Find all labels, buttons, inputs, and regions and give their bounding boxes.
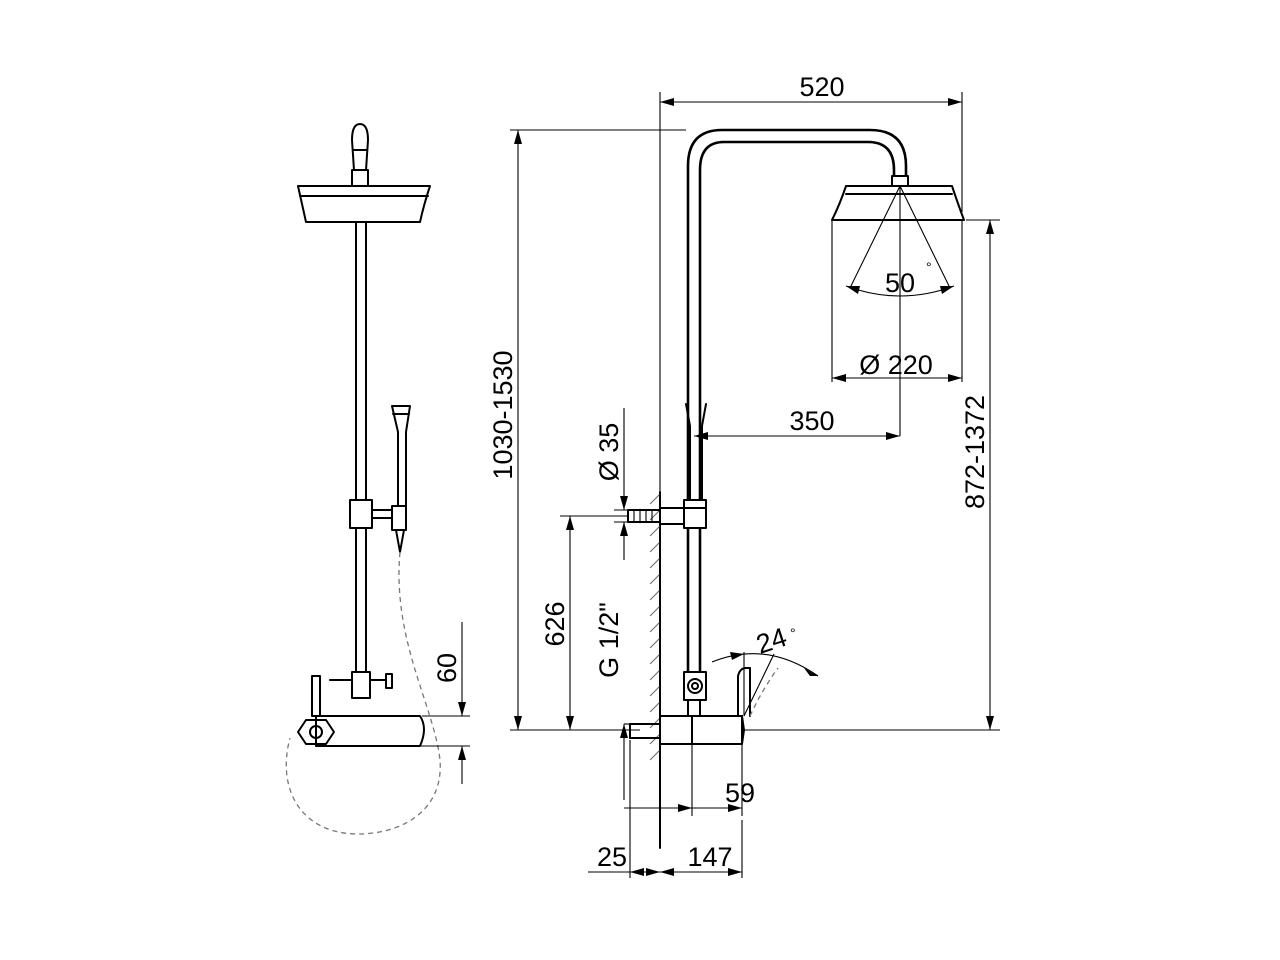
side-wall-plug bbox=[627, 509, 661, 523]
front-hand-shower bbox=[391, 405, 411, 507]
degree-24: ° bbox=[790, 625, 796, 641]
side-diverter-knob-center bbox=[691, 682, 699, 690]
front-view bbox=[285, 123, 441, 835]
front-slider bbox=[349, 499, 373, 529]
side-head-shower bbox=[831, 185, 965, 221]
dim-520: 520 bbox=[659, 72, 963, 848]
label-50: 50 bbox=[885, 268, 915, 298]
side-mixer-body bbox=[691, 715, 743, 745]
side-bracket-arm bbox=[659, 507, 685, 525]
side-mixer-escutcheon bbox=[659, 715, 693, 745]
side-hand-left bbox=[685, 403, 691, 501]
label-520: 520 bbox=[799, 72, 844, 102]
dim-25-147: 25 147 bbox=[588, 740, 743, 878]
side-view bbox=[627, 128, 965, 849]
label-25: 25 bbox=[597, 842, 627, 872]
dim-diameter-220: Ø 220 bbox=[831, 220, 963, 382]
side-lever-swing bbox=[749, 667, 779, 717]
side-diverter bbox=[683, 671, 707, 701]
front-knob bbox=[385, 673, 393, 689]
dim-59: 59 bbox=[624, 744, 755, 816]
front-top-cap bbox=[351, 123, 369, 171]
front-head-shower bbox=[297, 185, 431, 223]
label-diameter-220: Ø 220 bbox=[859, 350, 933, 380]
side-riser-arm-outer bbox=[686, 128, 908, 500]
dim-350: 350 bbox=[694, 406, 900, 440]
side-lever bbox=[737, 667, 751, 717]
label-diameter-35: Ø 35 bbox=[594, 423, 624, 482]
front-hose-loop bbox=[285, 551, 441, 835]
dim-872-1372: 872-1372 bbox=[744, 219, 1000, 731]
dim-thread-g12: G 1/2" bbox=[594, 602, 630, 800]
side-riser-arm-inner bbox=[698, 140, 896, 500]
side-hand-right bbox=[701, 403, 707, 501]
dim-angle-24: 24 ° bbox=[711, 622, 819, 717]
label-thread-g12: G 1/2" bbox=[594, 602, 624, 678]
label-872-1372: 872-1372 bbox=[960, 395, 990, 509]
wall-hatching bbox=[649, 493, 661, 761]
front-connector bbox=[351, 169, 369, 187]
side-diverter-knob bbox=[687, 678, 703, 694]
front-hand-tail bbox=[395, 529, 405, 553]
label-59: 59 bbox=[725, 778, 755, 808]
side-wall-plug-thread bbox=[633, 510, 653, 522]
front-hand-holder bbox=[391, 505, 407, 531]
label-60: 60 bbox=[432, 653, 462, 683]
front-lever bbox=[311, 675, 321, 717]
front-wall-nut bbox=[297, 719, 335, 745]
dim-626: 626 bbox=[540, 515, 628, 730]
front-wall-nut-bore bbox=[309, 725, 323, 739]
dim-60: 60 bbox=[420, 622, 470, 784]
front-diverter bbox=[351, 671, 371, 699]
label-147: 147 bbox=[687, 842, 732, 872]
dim-angle-50: 50 ° bbox=[845, 185, 955, 436]
side-slider bbox=[683, 499, 707, 529]
label-626: 626 bbox=[540, 601, 570, 646]
dim-diameter-35: Ø 35 bbox=[594, 408, 640, 560]
label-1030-1530: 1030-1530 bbox=[488, 350, 518, 479]
side-head-connector bbox=[891, 175, 909, 187]
dim-1030-1530: 1030-1530 bbox=[488, 129, 686, 731]
degree-50: ° bbox=[926, 259, 932, 275]
label-350: 350 bbox=[789, 406, 834, 436]
